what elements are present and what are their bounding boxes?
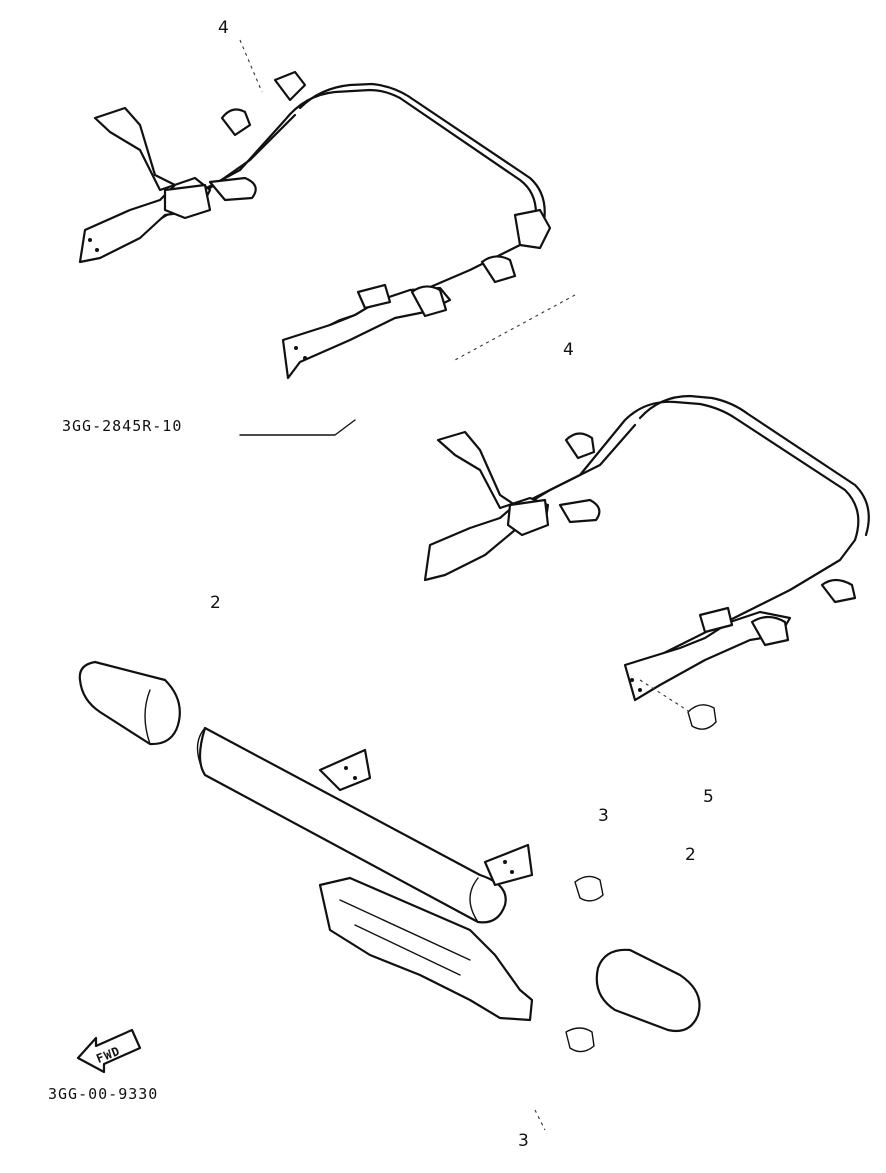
callout-2-right: 2 bbox=[685, 845, 696, 865]
diagram-code: 3GG-00-9330 bbox=[48, 1085, 158, 1103]
upper-frame-drawing bbox=[78, 70, 552, 380]
fwd-arrow-icon bbox=[76, 1028, 142, 1074]
callout-3-lower: 3 bbox=[518, 1131, 529, 1151]
part-number-leader bbox=[239, 419, 356, 436]
leader-line-top bbox=[239, 39, 263, 93]
callout-4-right: 4 bbox=[563, 340, 574, 360]
callout-4-top: 4 bbox=[218, 18, 229, 38]
part-number: 3GG-2845R-10 bbox=[62, 417, 182, 435]
callout-5: 5 bbox=[703, 787, 714, 807]
callout-2-left: 2 bbox=[210, 593, 221, 613]
leader-line-right bbox=[454, 294, 576, 361]
callout-3-upper: 3 bbox=[598, 806, 609, 826]
grab-bar-drawing bbox=[78, 660, 701, 1131]
right-frame-drawing bbox=[423, 394, 870, 730]
